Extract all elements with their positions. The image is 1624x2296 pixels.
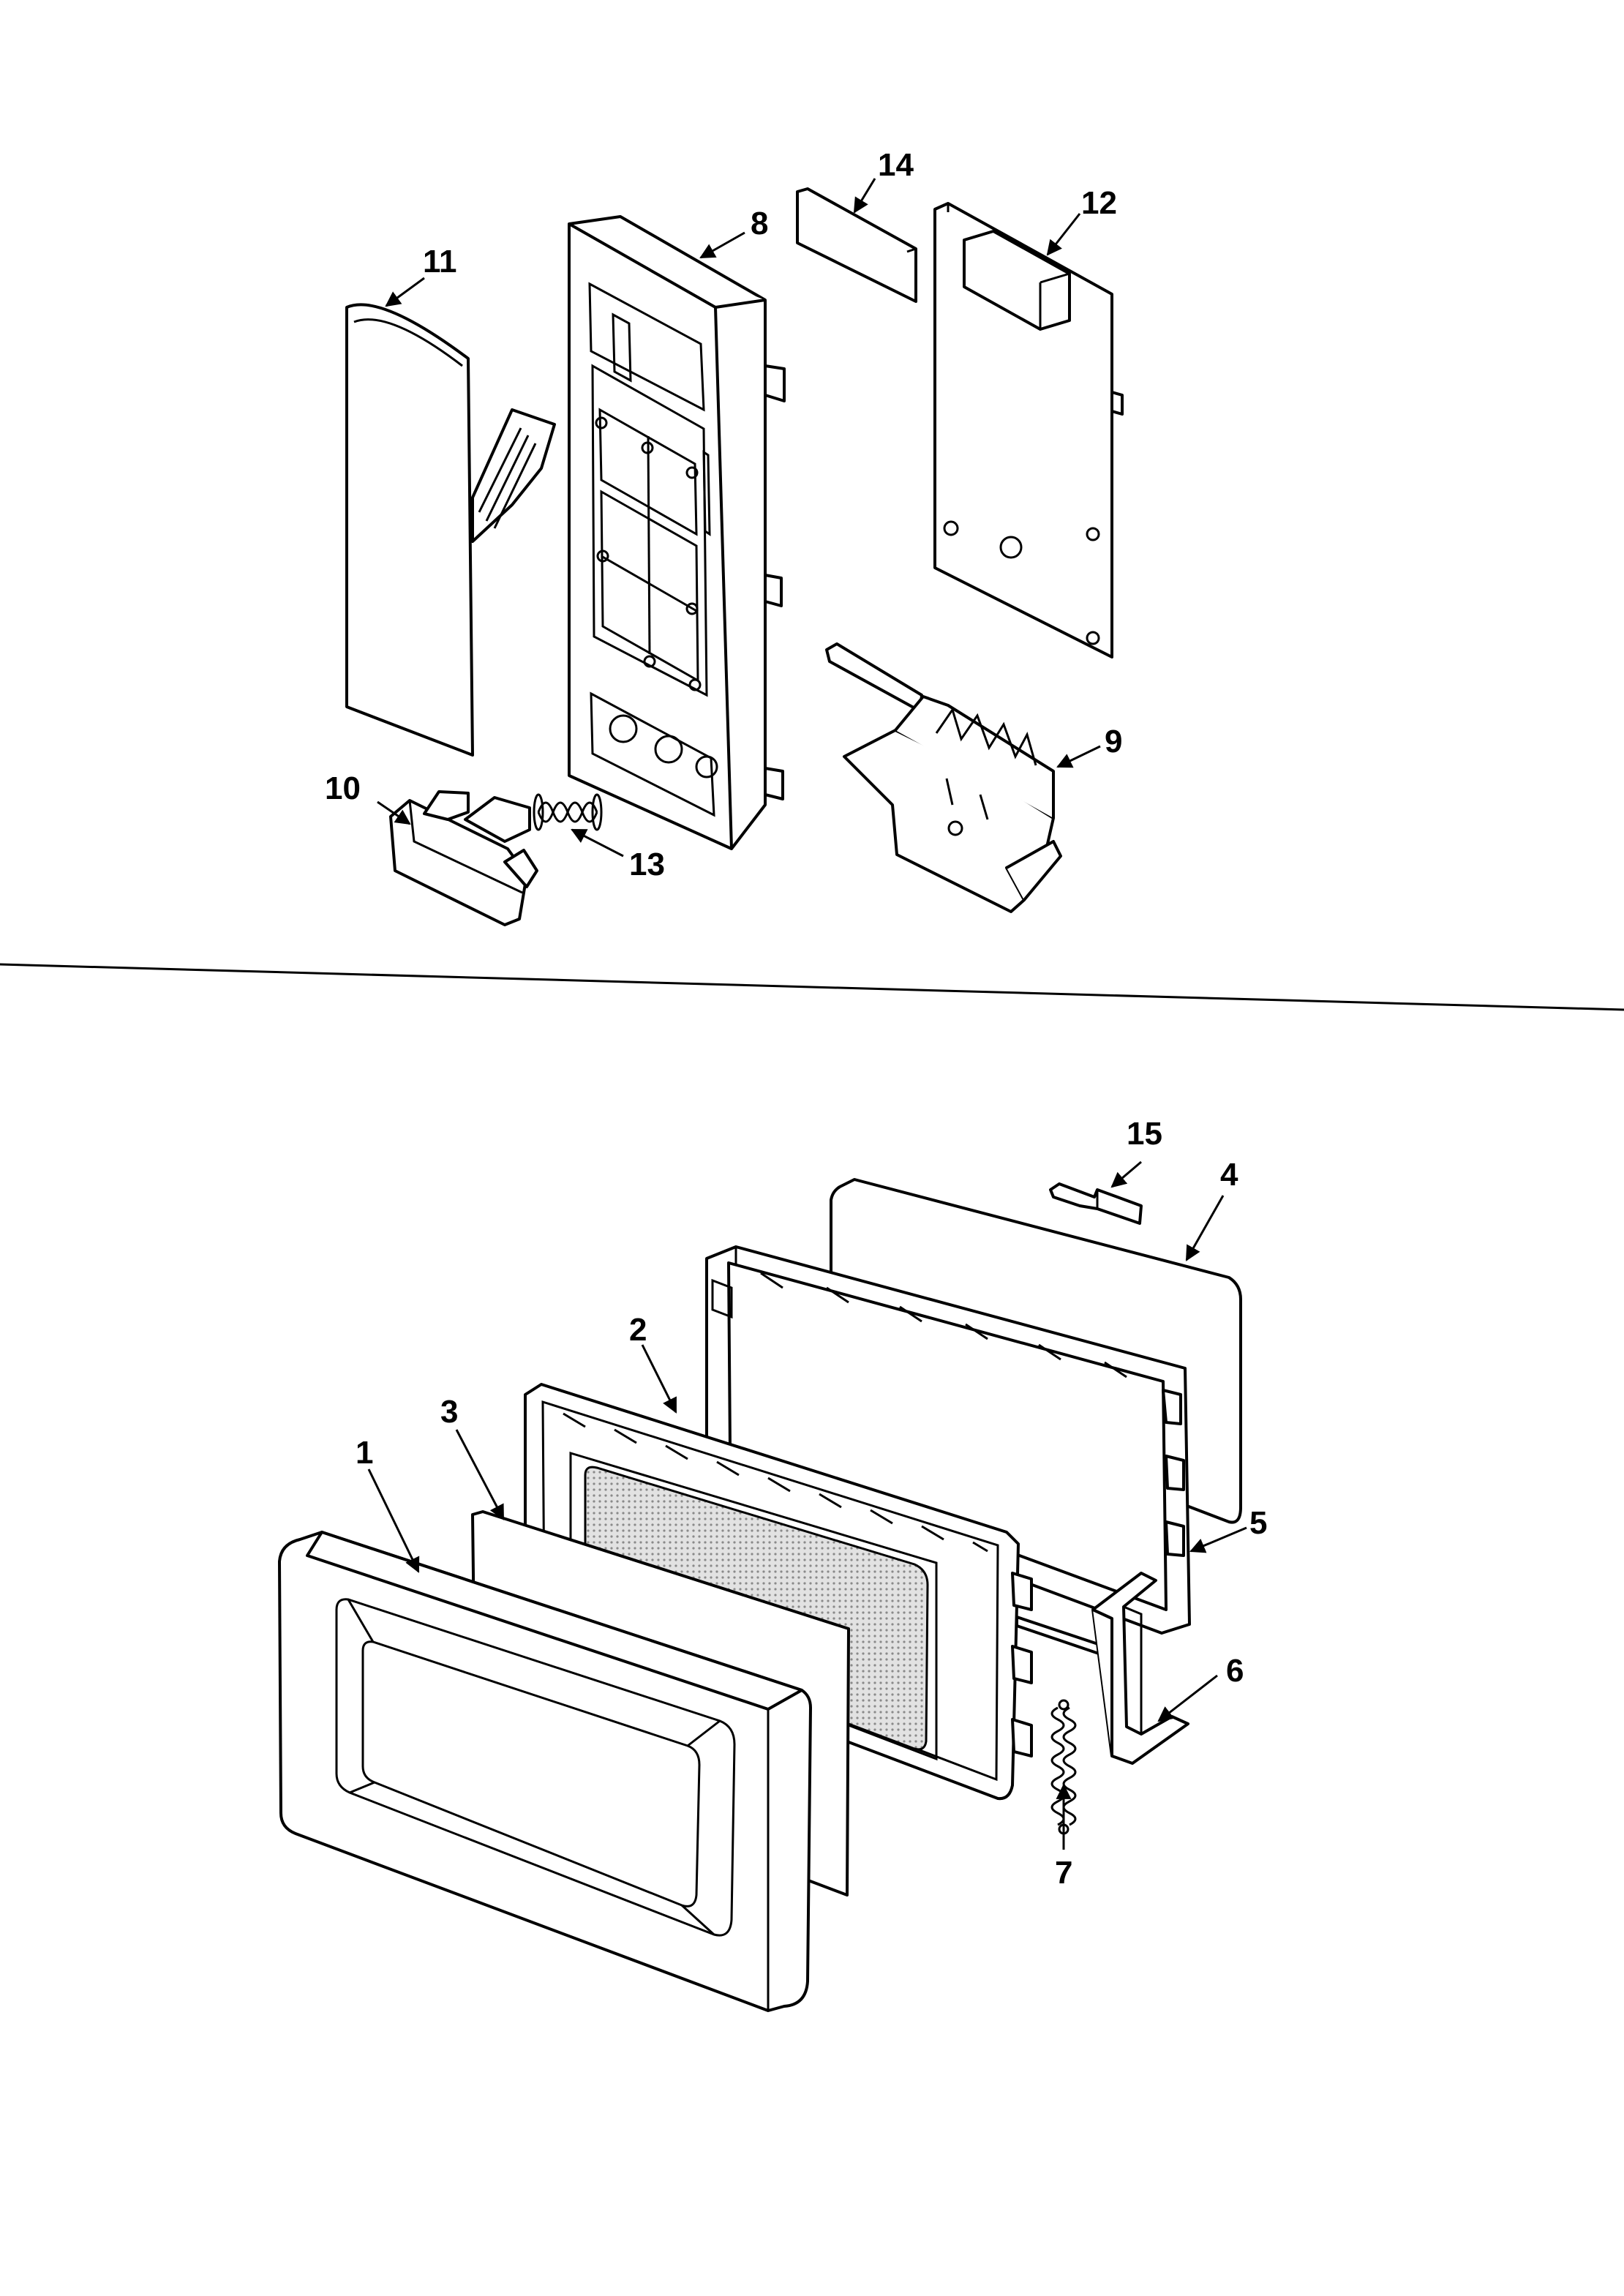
part-9-interlock-bracket — [825, 642, 1062, 913]
callout-4: 4 — [1220, 1157, 1238, 1193]
callout-5: 5 — [1249, 1505, 1267, 1541]
part-15-door-clip — [1049, 1182, 1143, 1225]
callout-14: 14 — [878, 147, 914, 183]
callout-13: 13 — [629, 847, 665, 882]
callout-6: 6 — [1226, 1653, 1244, 1689]
callout-1: 1 — [356, 1435, 373, 1471]
callout-3: 3 — [440, 1394, 458, 1430]
leader-lines — [367, 178, 1247, 1850]
callout-11: 11 — [423, 244, 457, 280]
callout-12: 12 — [1081, 185, 1117, 221]
callout-10: 10 — [325, 770, 361, 806]
callout-2: 2 — [629, 1312, 647, 1348]
part-1-door-outer-frame — [278, 1531, 812, 2012]
callout-15: 15 — [1127, 1116, 1162, 1152]
part-14-display-window — [796, 187, 917, 303]
callout-labels: 11 8 14 12 9 10 13 15 4 2 3 1 5 6 7 — [325, 147, 1267, 1891]
part-12-control-board — [933, 202, 1124, 659]
part-13-button-spring — [533, 793, 603, 831]
part-5-door-frame — [705, 1245, 1191, 1635]
callout-8: 8 — [751, 206, 768, 241]
part-10-door-release-button — [389, 790, 538, 926]
section-divider — [0, 963, 1624, 1011]
callout-9: 9 — [1105, 724, 1122, 759]
part-11-membrane-switch — [345, 303, 556, 757]
part-6-door-latch — [1091, 1572, 1189, 1765]
part-8-control-panel-frame — [568, 215, 786, 850]
callout-7: 7 — [1055, 1855, 1072, 1891]
